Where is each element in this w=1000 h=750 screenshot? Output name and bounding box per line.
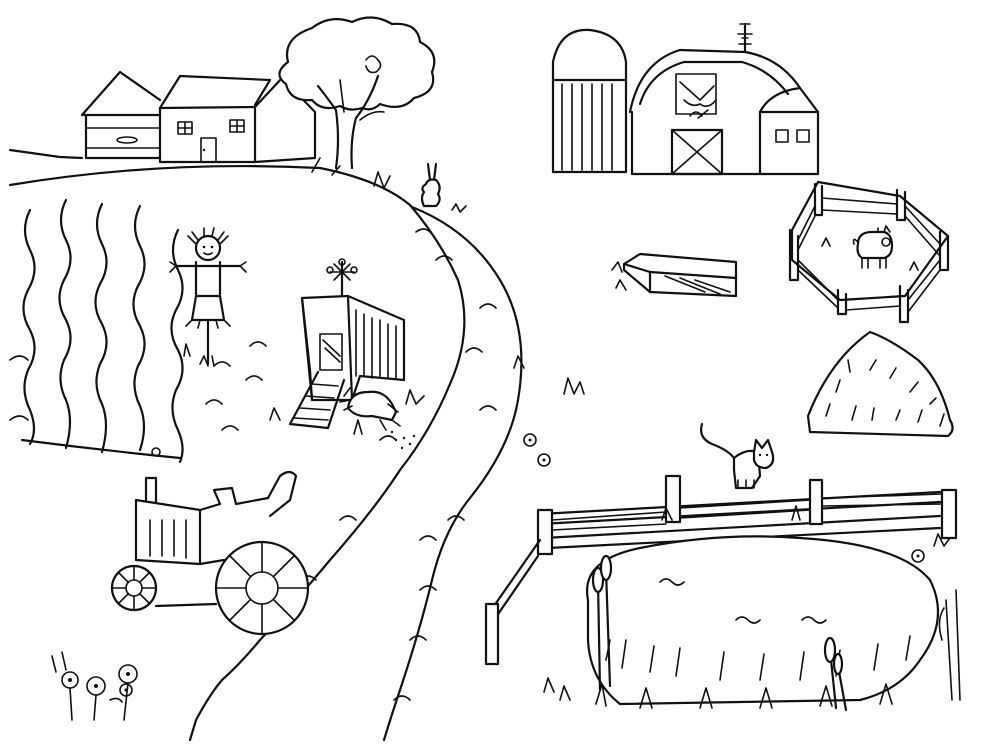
pig: [854, 226, 893, 268]
flower: [87, 677, 105, 720]
cat: [701, 424, 773, 488]
tractor: [112, 472, 308, 634]
barn: [630, 24, 818, 174]
scarecrow: [170, 228, 246, 366]
horizon-line: [10, 150, 410, 205]
flower: [119, 665, 137, 720]
weathervane: [738, 24, 752, 52]
haystack: [808, 332, 953, 436]
tree: [279, 17, 434, 175]
flower: [152, 448, 160, 456]
farmhouse: [82, 72, 315, 162]
chicken-coop: [290, 259, 404, 428]
silo: [553, 30, 626, 172]
flower: [912, 550, 924, 562]
pond: [587, 536, 938, 708]
feeding-trough: [612, 254, 736, 296]
flowers: [52, 434, 924, 720]
weathervane: [327, 259, 357, 296]
dirt-road: [190, 205, 521, 740]
flower: [538, 454, 550, 466]
flower: [524, 434, 536, 446]
grass-tufts: [184, 172, 950, 700]
crop-field: [10, 200, 266, 462]
chicken: [340, 388, 416, 450]
rabbit: [422, 164, 466, 212]
cattails: [593, 556, 960, 710]
flower: [62, 672, 78, 720]
pig-pen: [790, 182, 948, 322]
wooden-fence: [486, 476, 956, 664]
flower: [120, 684, 132, 696]
